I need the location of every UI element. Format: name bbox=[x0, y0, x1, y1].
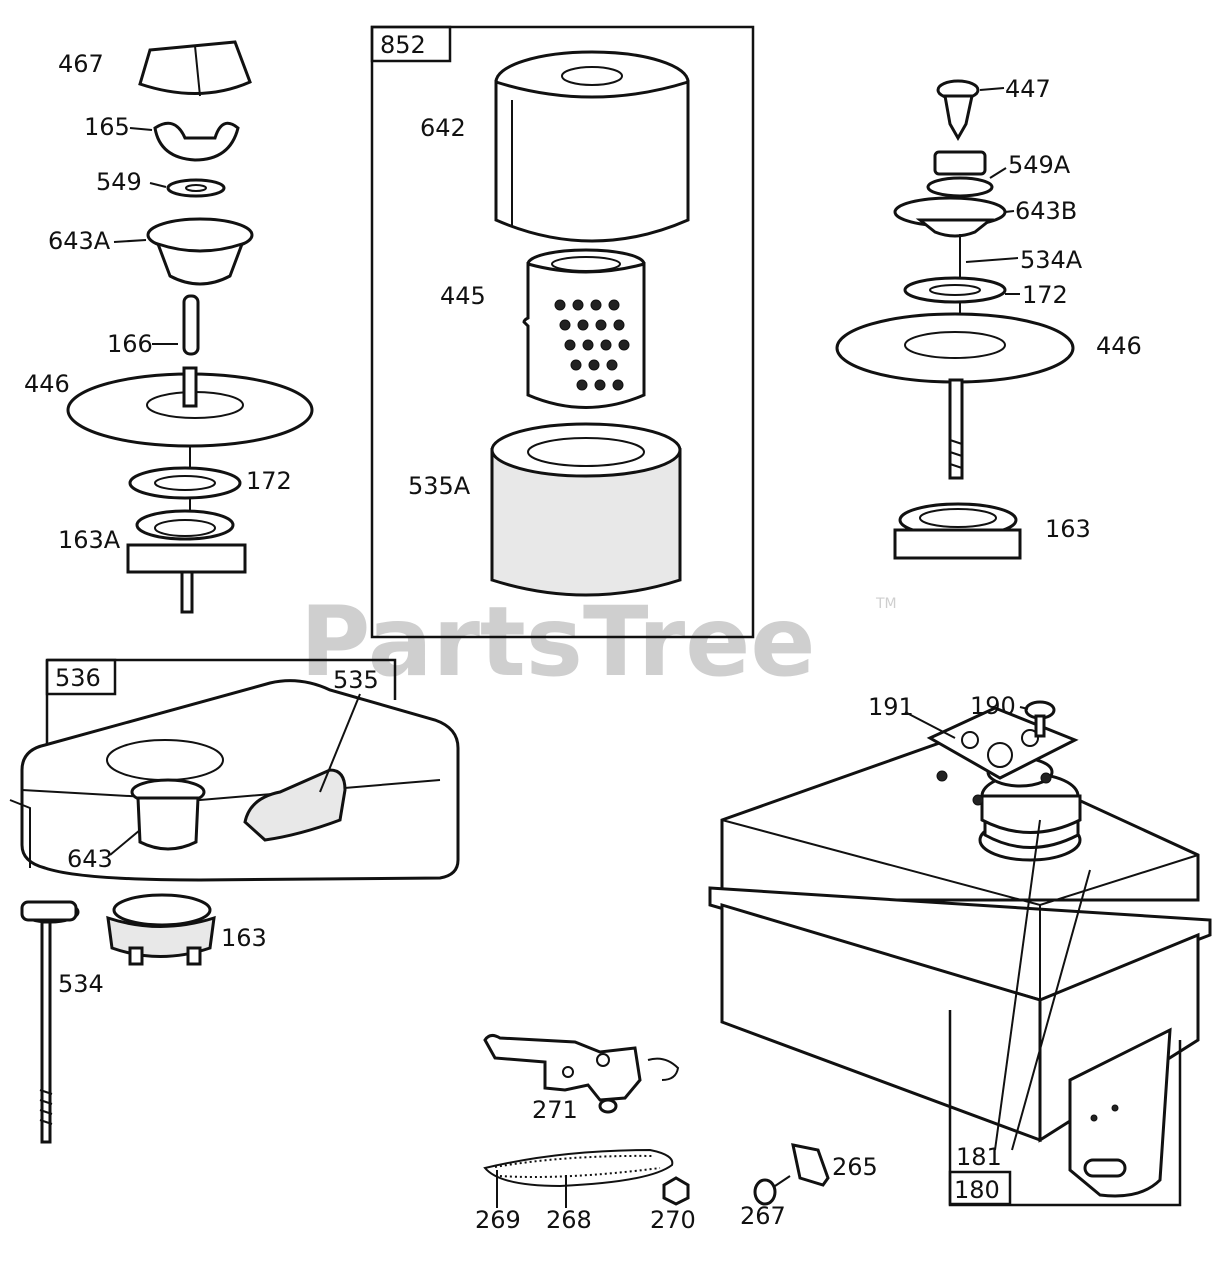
callout-643: 643 bbox=[67, 845, 113, 873]
stud-534A[interactable] bbox=[948, 378, 964, 480]
callout-446-right: 446 bbox=[1096, 332, 1142, 360]
gasket-172-right[interactable] bbox=[903, 276, 1007, 304]
box-180 bbox=[948, 1010, 1182, 1207]
callout-535: 535 bbox=[333, 666, 379, 694]
callout-181: 181 bbox=[956, 1143, 1002, 1171]
callout-165: 165 bbox=[84, 113, 130, 141]
callout-163-bottom: 163 bbox=[221, 924, 267, 952]
air-cleaner-body-536[interactable] bbox=[9, 679, 460, 882]
watermark-text: PartsTree bbox=[300, 586, 815, 698]
base-plate-446-right[interactable] bbox=[835, 312, 1075, 384]
callout-191: 191 bbox=[868, 693, 914, 721]
callout-534: 534 bbox=[58, 970, 104, 998]
screw-267[interactable] bbox=[753, 1175, 791, 1206]
bracket-271[interactable] bbox=[483, 1033, 680, 1114]
callout-467: 467 bbox=[58, 50, 104, 78]
callout-166: 166 bbox=[107, 330, 153, 358]
screw-190[interactable] bbox=[1024, 700, 1056, 738]
callout-642: 642 bbox=[420, 114, 466, 142]
gasket-172-left[interactable] bbox=[128, 466, 242, 500]
foam-element-535[interactable] bbox=[243, 768, 347, 842]
cover-643B[interactable] bbox=[893, 196, 1007, 238]
callout-549A: 549A bbox=[1008, 151, 1071, 179]
callout-268: 268 bbox=[546, 1206, 592, 1234]
governor-spring-268[interactable] bbox=[483, 1148, 674, 1188]
callout-172-left: 172 bbox=[246, 467, 292, 495]
nut-549A[interactable] bbox=[926, 150, 994, 198]
callout-190: 190 bbox=[970, 692, 1016, 720]
wing-nut-165[interactable] bbox=[153, 121, 240, 162]
nut-270[interactable] bbox=[662, 1176, 690, 1206]
spacer-163A[interactable] bbox=[126, 509, 247, 614]
box-label-180: 180 bbox=[954, 1176, 1000, 1204]
spacer-163-right[interactable] bbox=[893, 502, 1022, 560]
fuel-cap-181[interactable] bbox=[978, 756, 1082, 862]
callout-163A: 163A bbox=[58, 526, 121, 554]
callout-267: 267 bbox=[740, 1202, 786, 1230]
callout-163-right: 163 bbox=[1045, 515, 1091, 543]
callout-535A: 535A bbox=[408, 472, 471, 500]
pre-cleaner-535A[interactable] bbox=[490, 422, 682, 597]
link-265[interactable] bbox=[791, 1143, 830, 1187]
callout-446-left: 446 bbox=[24, 370, 70, 398]
callout-265: 265 bbox=[832, 1153, 878, 1181]
callout-643B: 643B bbox=[1015, 197, 1077, 225]
callout-643A: 643A bbox=[48, 227, 111, 255]
callout-549: 549 bbox=[96, 168, 142, 196]
callout-447: 447 bbox=[1005, 75, 1051, 103]
box-label-852: 852 bbox=[380, 31, 426, 59]
stud-166[interactable] bbox=[182, 294, 200, 356]
cover-642[interactable] bbox=[494, 50, 690, 243]
filter-cartridge-445[interactable] bbox=[522, 248, 646, 409]
fuel-tank-180[interactable] bbox=[708, 738, 1212, 1198]
foam-spacer-163-bottom[interactable] bbox=[106, 893, 216, 966]
box-852 bbox=[370, 25, 755, 639]
dipstick-534[interactable] bbox=[20, 900, 80, 1144]
cover-643A[interactable] bbox=[146, 217, 254, 286]
callout-534A: 534A bbox=[1020, 246, 1083, 274]
washer-549[interactable] bbox=[166, 178, 226, 198]
callout-271: 271 bbox=[532, 1096, 578, 1124]
cup-643[interactable] bbox=[130, 778, 206, 851]
callout-445: 445 bbox=[440, 282, 486, 310]
knob-467[interactable] bbox=[138, 40, 252, 97]
watermark-trademark: TM bbox=[875, 596, 897, 612]
box-label-536: 536 bbox=[55, 664, 101, 692]
callout-172-right: 172 bbox=[1022, 281, 1068, 309]
base-plate-446-left[interactable] bbox=[66, 366, 314, 448]
callout-269: 269 bbox=[475, 1206, 521, 1234]
callout-270: 270 bbox=[650, 1206, 696, 1234]
screw-447[interactable] bbox=[936, 79, 980, 142]
